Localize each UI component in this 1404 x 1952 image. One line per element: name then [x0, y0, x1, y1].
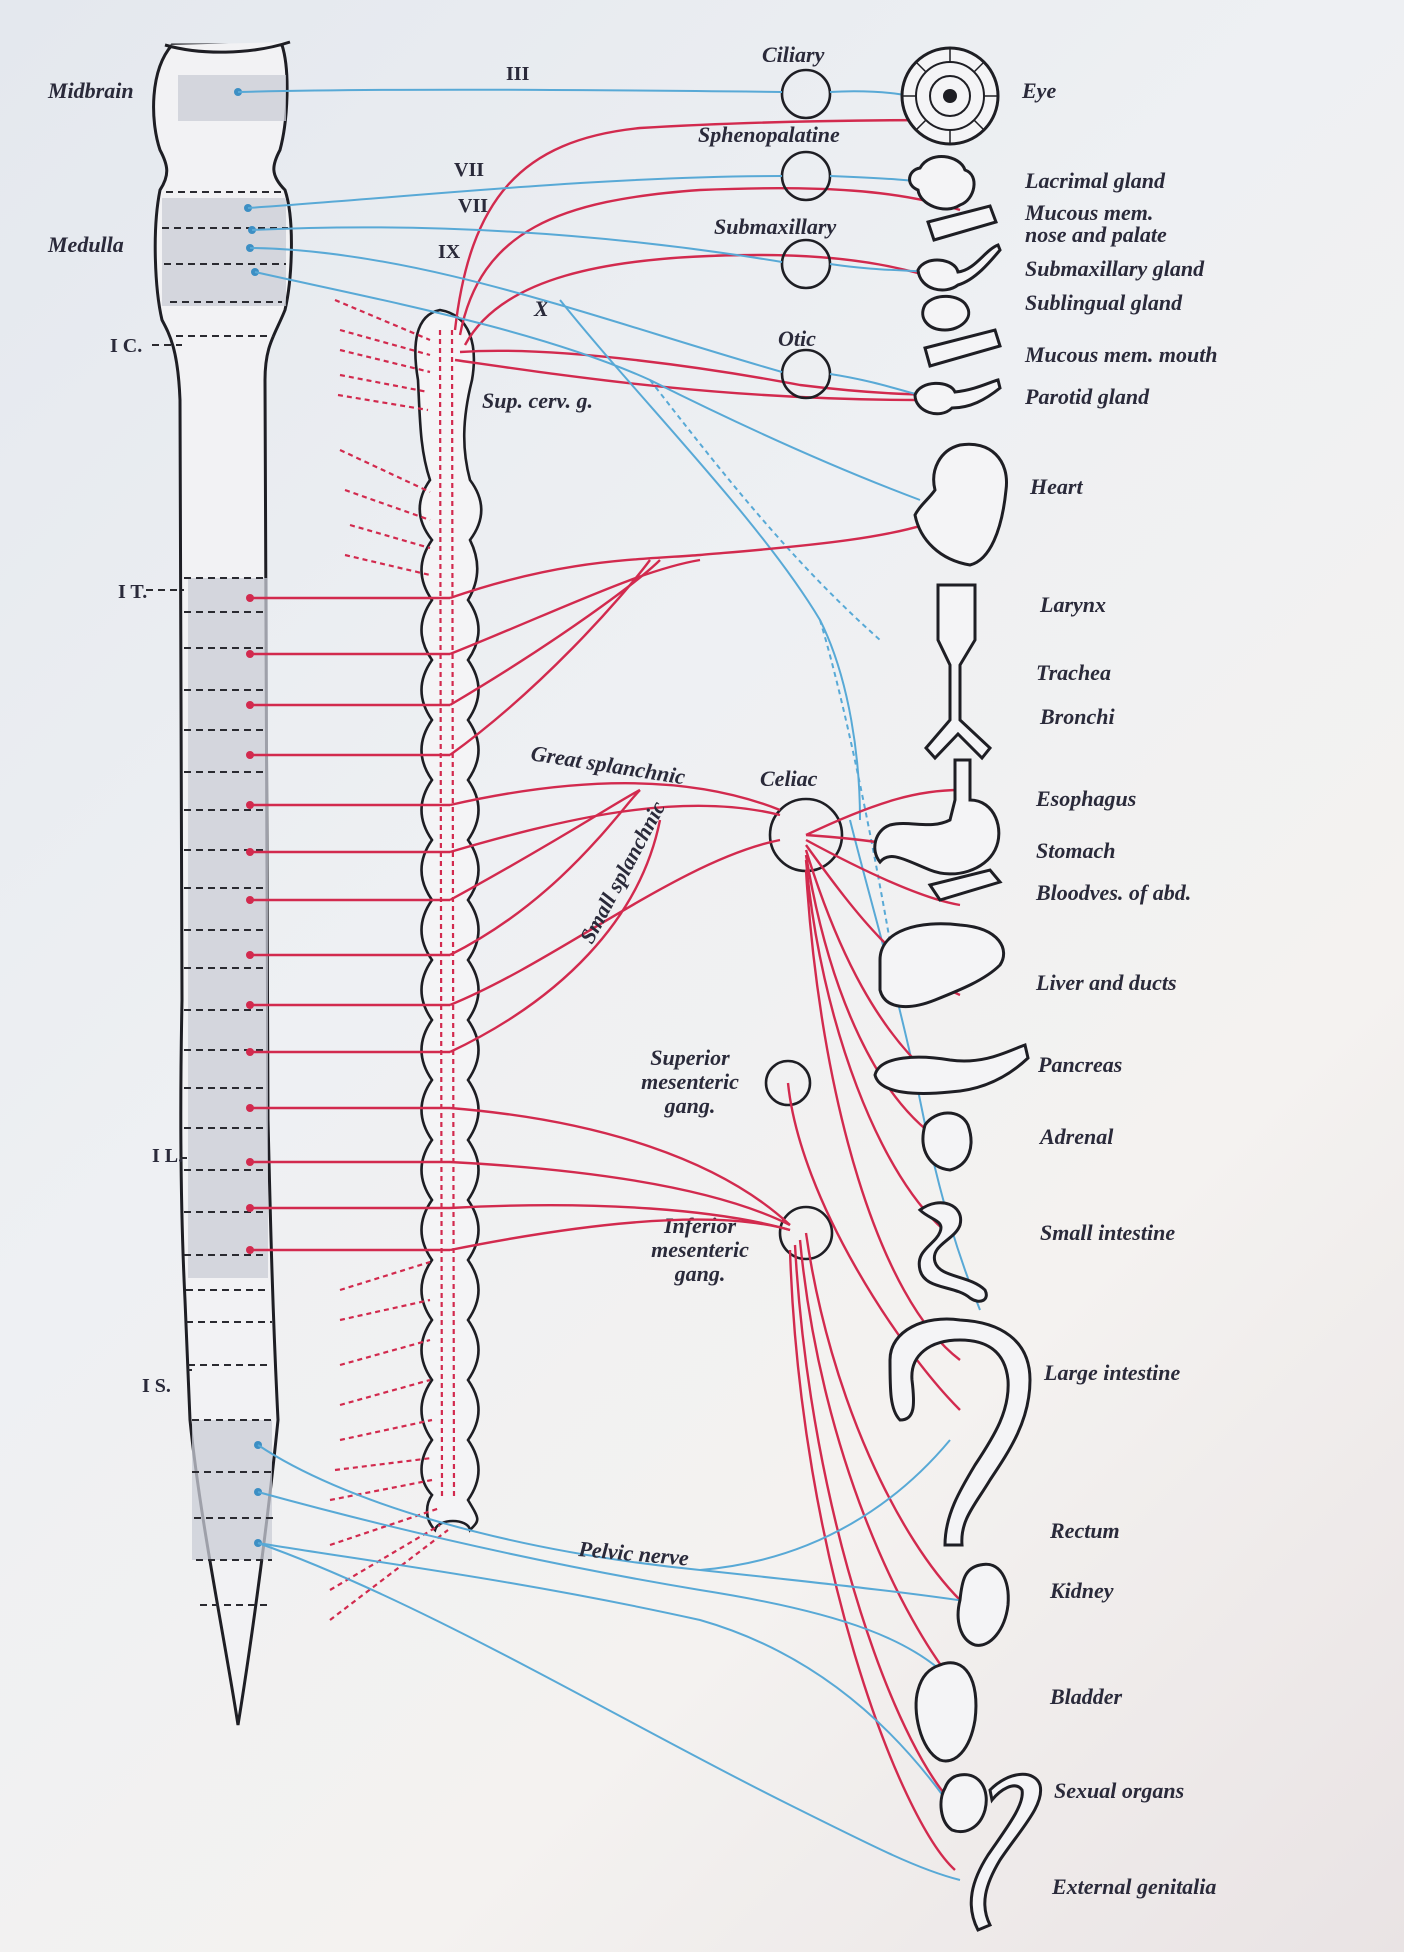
mouth-mucosa-drawing [923, 328, 1002, 368]
thoracolumbar-outflow [250, 596, 450, 1252]
organ-label-genitalia: External genitalia [1051, 1874, 1216, 1899]
eye-drawing [900, 46, 1000, 146]
organ-label-stomach: Stomach [1036, 838, 1115, 863]
organ-label-submax: Submaxillary gland [1025, 256, 1205, 281]
organ-labels: Eye Lacrimal gland Mucous mem. nose and … [1021, 78, 1218, 1899]
label-sup-mes-1: Superior [650, 1045, 730, 1070]
label-superior-cervical-ganglion: Sup. cerv. g. [482, 388, 593, 413]
cranial-parasympathetic [237, 88, 981, 1311]
organ-label-mouth: Mucous mem. mouth [1024, 342, 1218, 367]
sympathetic-chain [414, 308, 483, 1533]
organ-label-bladder: Bladder [1049, 1684, 1123, 1709]
organ-label-bronchi: Bronchi [1039, 704, 1115, 729]
kidney-drawing [956, 1562, 1010, 1647]
organ-illustrations [873, 46, 1043, 1932]
organ-label-esophagus: Esophagus [1035, 786, 1136, 811]
parotid-gland-drawing [913, 378, 1002, 416]
label-otic: Otic [778, 326, 816, 351]
heart-drawing [913, 442, 1008, 567]
submaxillary-gland-drawing [916, 243, 1002, 292]
submaxillary-ganglion [780, 238, 832, 290]
organ-label-nose-1: Mucous mem. [1024, 200, 1153, 225]
prevertebral-ganglia: Celiac Superior mesenteric gang. Inferio… [641, 766, 844, 1286]
organ-label-trachea: Trachea [1036, 660, 1111, 685]
label-nerve-vii-1: VII [454, 159, 484, 181]
large-intestine-drawing [888, 1317, 1032, 1547]
label-celiac: Celiac [760, 766, 818, 791]
label-thoracic: I T. [118, 581, 147, 603]
label-sup-mes-2: mesenteric [641, 1069, 739, 1094]
organ-label-bloodves: Bloodves. of abd. [1035, 880, 1191, 905]
nose-mucosa-drawing [926, 204, 998, 242]
label-sphenopalatine: Sphenopalatine [698, 122, 840, 147]
organ-label-heart: Heart [1029, 474, 1083, 499]
label-nerve-vii-2: VII [458, 195, 488, 217]
organ-label-sublingual: Sublingual gland [1025, 290, 1183, 315]
label-nerve-x: X [533, 296, 550, 321]
inferior-mesenteric-ganglion [778, 1205, 834, 1261]
organ-label-sexual: Sexual organs [1054, 1778, 1184, 1803]
sublingual-gland-drawing [921, 294, 971, 332]
label-cervical: I C. [110, 335, 142, 357]
small-intestine-drawing [917, 1201, 988, 1303]
cervical-sympathetic-branches [453, 118, 961, 402]
label-midbrain: Midbrain [47, 78, 134, 103]
otic-ganglion [780, 348, 832, 400]
label-pelvic-nerve: Pelvic nerve [577, 1536, 691, 1571]
organ-label-liver: Liver and ducts [1035, 970, 1177, 995]
superior-mesenteric-ganglion [764, 1059, 812, 1107]
label-ciliary: Ciliary [762, 42, 825, 67]
organ-label-small-intestine: Small intestine [1040, 1220, 1175, 1245]
lacrimal-gland-drawing [908, 154, 976, 211]
rami-communicantes [329, 298, 449, 1621]
abdominal-vessels-drawing [927, 868, 1003, 902]
organ-label-pancreas: Pancreas [1037, 1052, 1122, 1077]
label-nerve-iii: III [506, 63, 530, 85]
label-nerve-ix: IX [438, 241, 461, 263]
label-medulla: Medulla [47, 232, 124, 257]
esophagus-stomach-drawing [873, 758, 1001, 876]
organ-label-large-intestine: Large intestine [1043, 1360, 1181, 1385]
organ-label-nose-2: nose and palate [1025, 222, 1167, 247]
label-sacral: I S. [142, 1375, 171, 1397]
label-lumbar: I L. [152, 1145, 183, 1167]
sexual-organs-drawing [939, 1772, 1043, 1932]
spinal-cord [152, 40, 293, 1726]
bladder-drawing [914, 1661, 978, 1763]
label-great-splanchnic: Great splanchnic [529, 740, 687, 789]
liver-drawing [878, 922, 1006, 1009]
larynx-trachea-drawing [924, 583, 993, 761]
splanchnic-nerves: Great splanchnic Small splanchnic [449, 513, 951, 1252]
pancreas-drawing [873, 1043, 1030, 1095]
ciliary-ganglion [780, 68, 832, 120]
label-inf-mes-2: mesenteric [651, 1237, 749, 1262]
organ-label-lacrimal: Lacrimal gland [1024, 168, 1166, 193]
sacral-parasympathetic: Pelvic nerve [257, 1439, 991, 1881]
label-inf-mes-3: gang. [674, 1261, 726, 1286]
label-sup-mes-3: gang. [664, 1093, 716, 1118]
organ-label-adrenal: Adrenal [1038, 1124, 1114, 1149]
adrenal-drawing [921, 1111, 973, 1172]
organ-label-larynx: Larynx [1039, 592, 1106, 617]
organ-label-rectum: Rectum [1049, 1518, 1120, 1543]
cranial-ganglia: Ciliary Sphenopalatine Submaxillary Otic [698, 42, 840, 400]
cord-level-labels: Midbrain Medulla I C. I T. I L. I S. [47, 78, 192, 1397]
organ-label-parotid: Parotid gland [1024, 384, 1150, 409]
sphenopalatine-ganglion [780, 150, 832, 202]
organ-label-eye: Eye [1021, 78, 1056, 103]
label-submaxillary: Submaxillary [714, 214, 836, 239]
organ-label-kidney: Kidney [1049, 1578, 1114, 1603]
cranial-nerve-labels: III VII VII IX X [438, 63, 550, 321]
